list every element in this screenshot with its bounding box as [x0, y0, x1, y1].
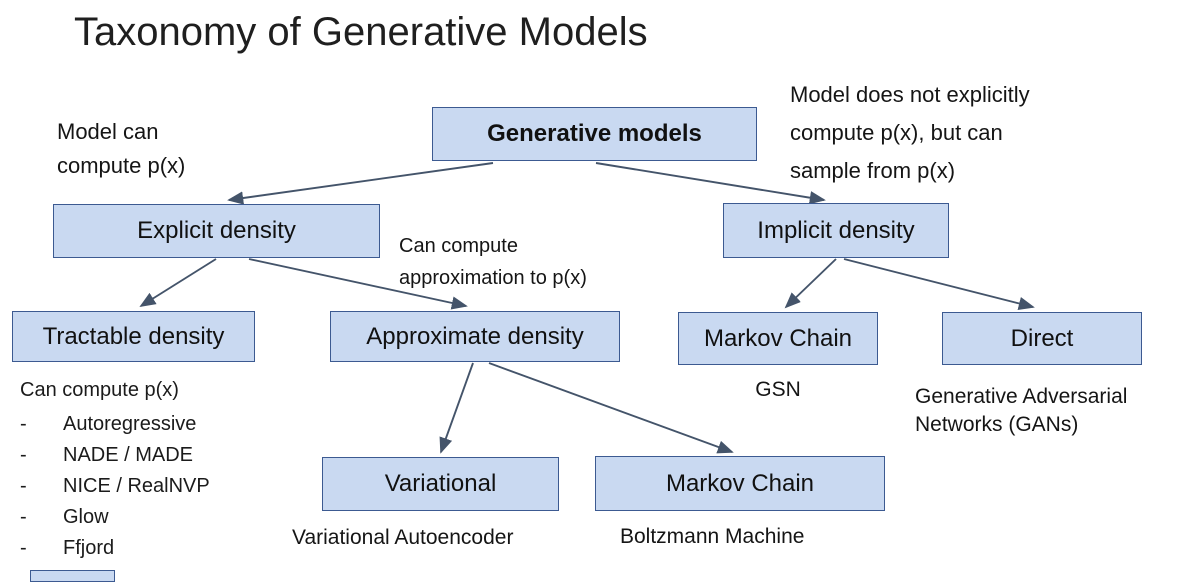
arrow-approximate-to-variational [439, 362, 474, 454]
list-item-label: NICE / RealNVP [63, 475, 210, 497]
caption-boltzmann-machine: Boltzmann Machine [620, 525, 805, 548]
dash-bullet: - [20, 413, 27, 435]
node-variational: Variational [322, 457, 559, 511]
arrow-implicit-to-markov [784, 258, 837, 309]
node-label: Explicit density [137, 217, 296, 244]
page-title: Taxonomy of Generative Models [74, 10, 648, 54]
caption-gans: Generative Adversarial Networks (GANs) [915, 385, 1128, 436]
node-approximate-density: Approximate density [330, 311, 620, 362]
list-item-label: Glow [63, 506, 109, 528]
dash-bullet: - [20, 475, 27, 497]
list-item: - Glow [20, 502, 300, 533]
caption-gsn: GSN [755, 378, 801, 401]
node-label: Generative models [487, 120, 702, 147]
node-direct: Direct [942, 312, 1142, 365]
annotation-approximation: Can compute approximation to p(x) [399, 235, 587, 289]
node-label: Markov Chain [665, 469, 815, 497]
node-markov-chain-boltzmann: Markov Chain [595, 456, 885, 511]
arrow-explicit-to-tractable [139, 258, 217, 308]
caption-variational-autoencoder: Variational Autoencoder [292, 526, 514, 549]
list-item-label: NADE / MADE [63, 444, 194, 466]
node-implicit-density: Implicit density [723, 203, 949, 258]
dash-bullet: - [20, 506, 27, 528]
annotation-explicit-side: Model can compute p(x) [57, 119, 186, 178]
node-label: Approximate density [366, 322, 584, 350]
list-item: - Autoregressive [20, 409, 300, 440]
list-item: - Ffjord [20, 533, 300, 564]
node-label: Tractable density [42, 322, 225, 350]
node-explicit-density: Explicit density [53, 204, 380, 258]
list-item: - NICE / RealNVP [20, 471, 300, 502]
node-cutoff-bottom [30, 570, 115, 582]
arrow-generative-to-explicit [227, 162, 494, 205]
dash-bullet: - [20, 444, 27, 466]
annotation-implicit-side: Model does not explicitly compute p(x), … [790, 82, 1030, 183]
node-markov-chain-gsn: Markov Chain [678, 312, 878, 365]
node-label: Variational [384, 470, 497, 497]
node-label: Implicit density [757, 216, 915, 244]
node-generative-models: Generative models [432, 107, 757, 161]
dash-bullet: - [20, 537, 27, 559]
tractable-density-list: Can compute p(x) - Autoregressive - NADE… [20, 379, 300, 564]
node-tractable-density: Tractable density [12, 311, 255, 362]
node-label: Direct [1010, 324, 1074, 352]
list-item: - NADE / MADE [20, 440, 300, 471]
arrow-implicit-to-direct [843, 258, 1035, 310]
list-item-label: Autoregressive [63, 413, 197, 435]
node-label: Markov Chain [703, 324, 853, 352]
list-item-label: Ffjord [63, 537, 115, 559]
list-heading: Can compute p(x) [20, 379, 179, 401]
arrow-approximate-to-markov [488, 362, 734, 454]
